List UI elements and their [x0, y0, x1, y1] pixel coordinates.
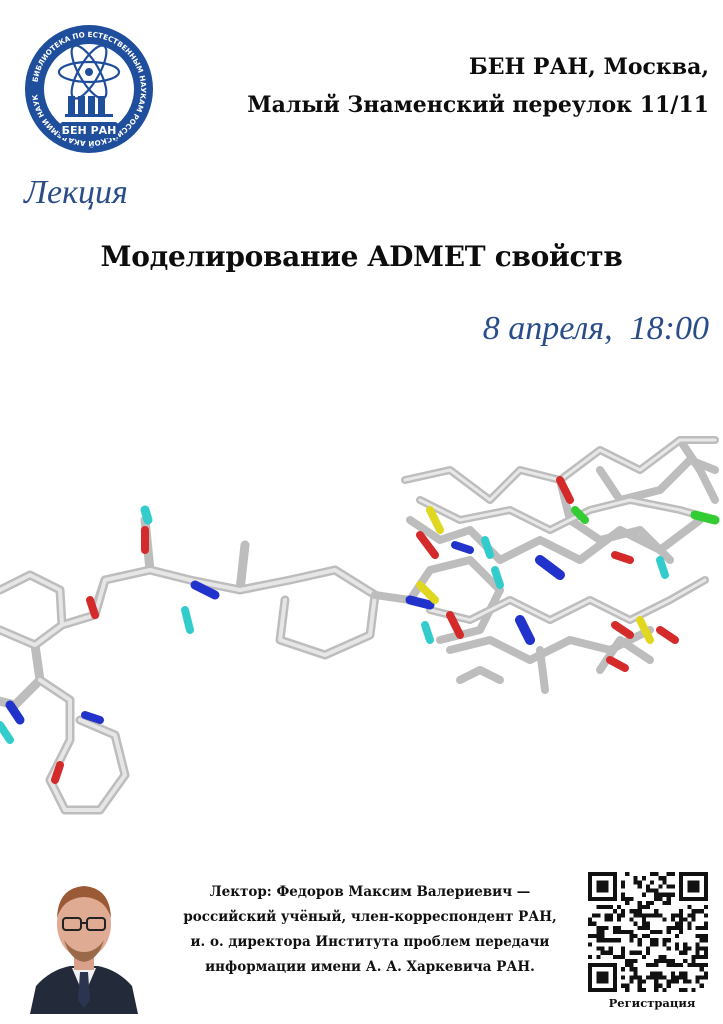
- molecule-illustration: [0, 436, 720, 815]
- qr-caption: Регистрация: [608, 996, 696, 1010]
- lecturer-line-2: российский учёный, член-корреспондент РА…: [183, 909, 557, 925]
- lecturer-line-1: Лектор: Федоров Максим Валериевич —: [209, 884, 531, 900]
- books-icon: [65, 96, 113, 117]
- lecturer-info: Лектор: Федоров Максим Валериевич — росс…: [160, 880, 580, 980]
- logo-badge: БЕН РАН: [62, 124, 117, 137]
- ben-ran-logo: БИБЛИОТЕКА ПО ЕСТЕСТВЕННЫМ НАУКАМ РОССИЙ…: [25, 25, 153, 153]
- lecture-title: Моделирование ADMET свойств: [100, 240, 623, 273]
- address-line-2: Малый Знаменский переулок 11/11: [247, 92, 709, 118]
- molecule-sticks: [0, 436, 720, 815]
- lecture-label: Лекция: [24, 174, 128, 211]
- venue-address: БЕН РАН, Москва, Малый Знаменский переул…: [247, 48, 709, 124]
- registration-qr-code[interactable]: [588, 872, 708, 992]
- lecturer-line-3: и. о. директора Института проблем переда…: [190, 934, 550, 950]
- lecturer-portrait: [30, 886, 138, 1014]
- address-line-1: БЕН РАН, Москва,: [468, 54, 709, 80]
- lecture-datetime: 8 апреля, 18:00: [482, 310, 709, 347]
- lecturer-line-4: информации имени А. А. Харкевича РАН.: [205, 959, 535, 975]
